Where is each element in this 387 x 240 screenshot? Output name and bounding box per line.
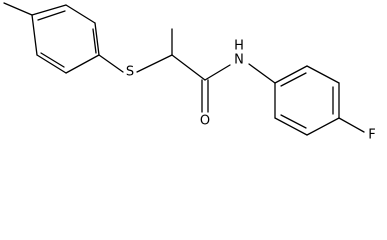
bond-fluoro-5-6 (274, 117, 308, 136)
bond-alpha-carbonyl (171, 54, 206, 81)
hydrogen-label: H (234, 39, 244, 54)
bond-carbonyl-nitrogen (204, 64, 231, 81)
oxygen-label: O (200, 114, 210, 129)
bond-tolyl-double-b (92, 28, 97, 54)
bond-tolyl-5-6 (36, 54, 67, 74)
bond-methyl-ring (3, 2, 33, 16)
bond-tolyl-3-4 (94, 22, 100, 56)
structure-diagram: S N H O F (3, 2, 376, 143)
bond-sulfur-alpha-carbon (136, 54, 173, 73)
sulfur-label: S (126, 65, 134, 80)
bond-fluoro-4-5 (306, 117, 340, 136)
bond-tolyl-double-c (40, 52, 65, 68)
bond-ring-fluorine (338, 117, 365, 133)
fluorine-label: F (368, 128, 375, 143)
bond-fluoro-1-2 (274, 65, 308, 84)
bond-fluoro-double-a (280, 72, 307, 87)
bond-nitrogen-ring (248, 63, 276, 84)
bond-tolyl-2-3 (65, 4, 96, 24)
bond-fluoro-double-c (280, 114, 307, 129)
bond-ring-sulfur (98, 54, 124, 73)
bond-tolyl-4-5 (65, 54, 100, 74)
bond-tolyl-double-a (37, 10, 66, 21)
bond-fluoro-2-3 (306, 65, 340, 84)
bond-tolyl-1-2 (31, 4, 67, 16)
bond-tolyl-6-1 (31, 14, 38, 56)
molecule-canvas: S N H O F (3, 2, 376, 143)
nitrogen-label: N (234, 53, 244, 68)
